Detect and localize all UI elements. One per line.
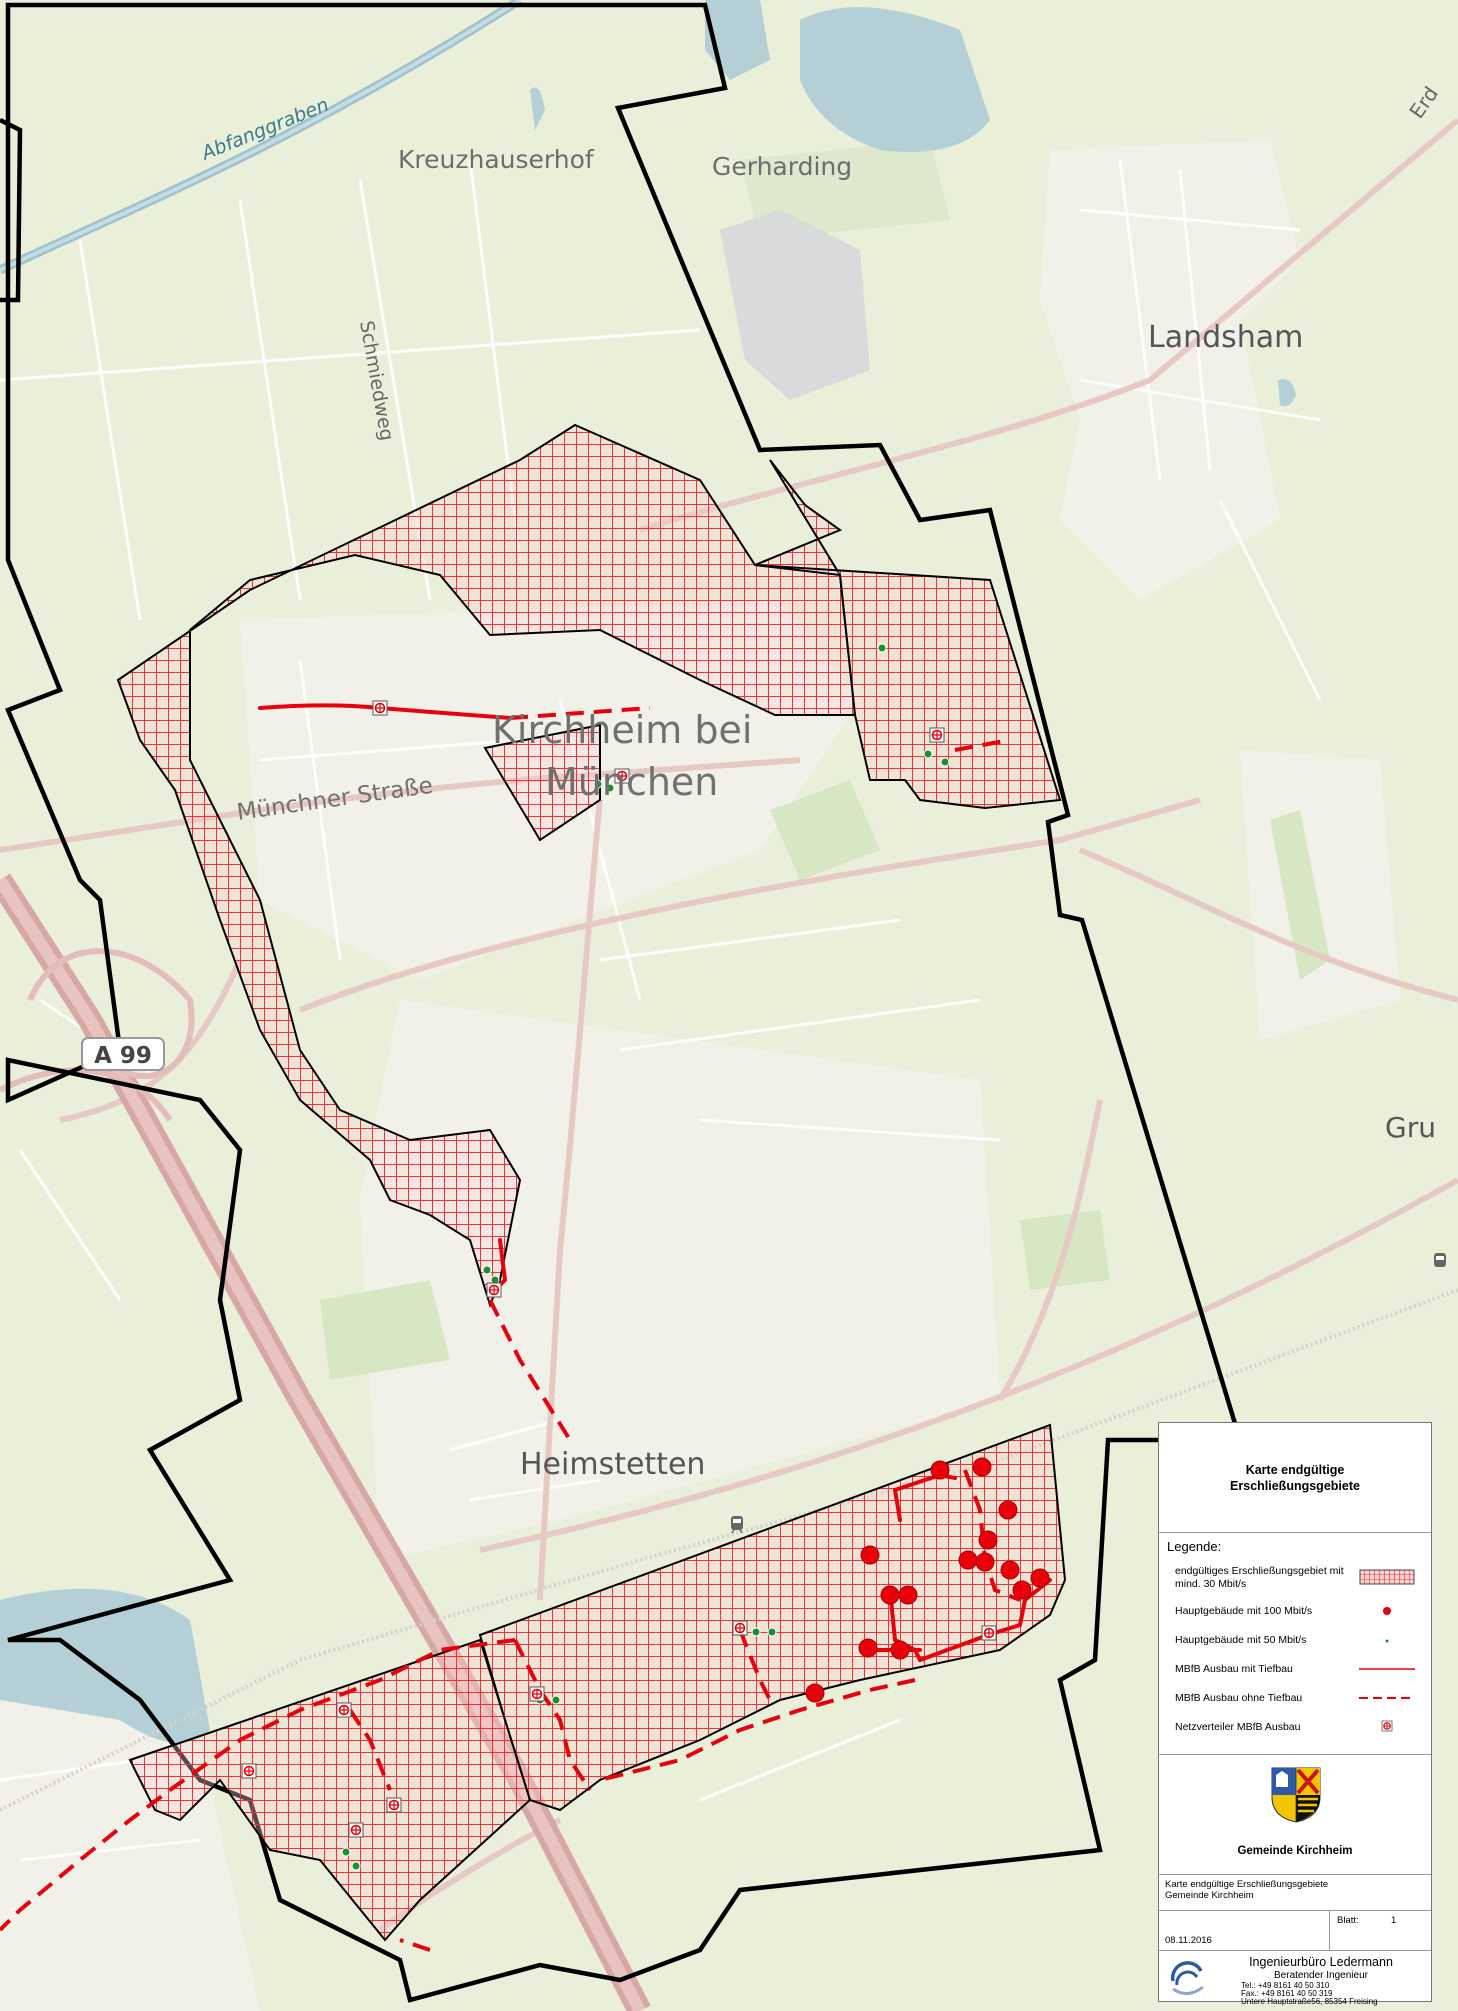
label-gru: Gru — [1385, 1111, 1436, 1144]
legend-item-area: endgültiges Erschließungsgebiet mit mind… — [1175, 1565, 1423, 1591]
svg-text:A 99: A 99 — [94, 1043, 152, 1069]
red-dot-icon — [1383, 1607, 1391, 1615]
train-station-icon — [731, 1516, 743, 1534]
hatch-area-icon — [1359, 1569, 1415, 1585]
legend-title-line1: Karte endgültige — [1245, 1462, 1345, 1477]
legend-meta: 08.11.2016 Blatt: 1 — [1159, 1911, 1431, 1951]
legend-item-ohne-tiefbau: MBfB Ausbau ohne Tiefbau — [1175, 1692, 1423, 1705]
legend-coat-of-arms-section: Gemeinde Kirchheim — [1159, 1755, 1431, 1875]
firm-address: Untere Hauptstraße56, 85354 Freising — [1241, 1997, 1378, 2006]
label-gerharding: Gerharding — [712, 152, 852, 181]
legend-meta-divider — [1329, 1911, 1330, 1950]
legend-title-line2: Erschließungsgebiete — [1230, 1478, 1360, 1493]
label-landsham: Landsham — [1148, 320, 1303, 355]
industrial-area — [720, 210, 870, 400]
train-station-icon-east — [1434, 1253, 1446, 1267]
a99-motorway — [0, 873, 651, 2011]
legend-item-netzverteiler: Netzverteiler MBfB Ausbau — [1175, 1720, 1423, 1734]
legend-panel: Karte endgültige Erschließungsgebiete Le… — [1158, 1422, 1432, 2006]
dashed-red-line-icon — [1359, 1697, 1415, 1699]
development-areas[interactable] — [116, 423, 1067, 1942]
distributor-icon — [1381, 1720, 1393, 1732]
development-area-center-block[interactable] — [483, 723, 601, 842]
label-kirchheim-line2: München — [545, 760, 718, 804]
development-area-kirchheim-ring[interactable] — [116, 423, 857, 1309]
legend-description: Karte endgültige Erschließungsgebiete Ge… — [1159, 1875, 1431, 1911]
boundary-left-fragment — [0, 117, 23, 303]
buildings-50mbit[interactable] — [341, 643, 950, 1871]
green-dot-icon — [1385, 1639, 1389, 1643]
firm-fax: Fax.: +49 8161 40 50 319 — [1241, 1989, 1333, 1998]
label-heimstetten: Heimstetten — [520, 1447, 705, 1482]
legend-title: Karte endgültige Erschließungsgebiete — [1159, 1423, 1431, 1533]
legend-sheet-label: Blatt: — [1337, 1915, 1359, 1926]
water-bodies — [0, 0, 1296, 1743]
legend-item-100mbit: Hauptgebäude mit 100 Mbit/s — [1175, 1605, 1423, 1618]
legend-items: Legende: endgültiges Erschließungsgebiet… — [1159, 1533, 1431, 1755]
coat-of-arms-icon — [1271, 1767, 1321, 1823]
minor-roads — [0, 159, 1322, 1862]
a99-shield: A 99 — [81, 1037, 165, 1071]
label-kreuzhauserhof: Kreuzhauserhof — [398, 145, 595, 174]
legend-date: 08.11.2016 — [1165, 1935, 1212, 1946]
firm-logo-icon — [1170, 1961, 1204, 1995]
development-area-east-block[interactable] — [754, 564, 1062, 810]
legend-desc-line2: Gemeinde Kirchheim — [1165, 1890, 1254, 1901]
railway — [0, 1288, 1458, 1812]
firm-subtitle: Beratender Ingenieur — [1274, 1970, 1368, 1981]
buildings-100mbit[interactable] — [805, 1457, 1050, 1703]
development-area-southwest[interactable] — [128, 1638, 532, 1942]
fiber-routes-dashed[interactable] — [0, 706, 1021, 1952]
legend-heading: Legende: — [1167, 1539, 1222, 1554]
label-kirchheim-line1: Kirchheim bei — [492, 708, 752, 752]
legend-sheet-value: 1 — [1391, 1915, 1397, 1926]
firm-name: Ingenieurbüro Ledermann — [1249, 1955, 1393, 1969]
legend-item-50mbit: Hauptgebäude mit 50 Mbit/s — [1175, 1634, 1423, 1647]
legend-org-name: Gemeinde Kirchheim — [1237, 1845, 1353, 1857]
legend-desc-line1: Karte endgültige Erschließungsgebiete — [1165, 1879, 1329, 1890]
legend-item-tiefbau: MBfB Ausbau mit Tiefbau — [1175, 1663, 1423, 1676]
park-areas — [320, 140, 1330, 1380]
legend-firm: Ingenieurbüro Ledermann Beratender Ingen… — [1159, 1951, 1431, 2006]
solid-red-line-icon — [1359, 1668, 1415, 1670]
firm-tel: Tel.: +49 8161 40 50 310 — [1241, 1981, 1330, 1990]
